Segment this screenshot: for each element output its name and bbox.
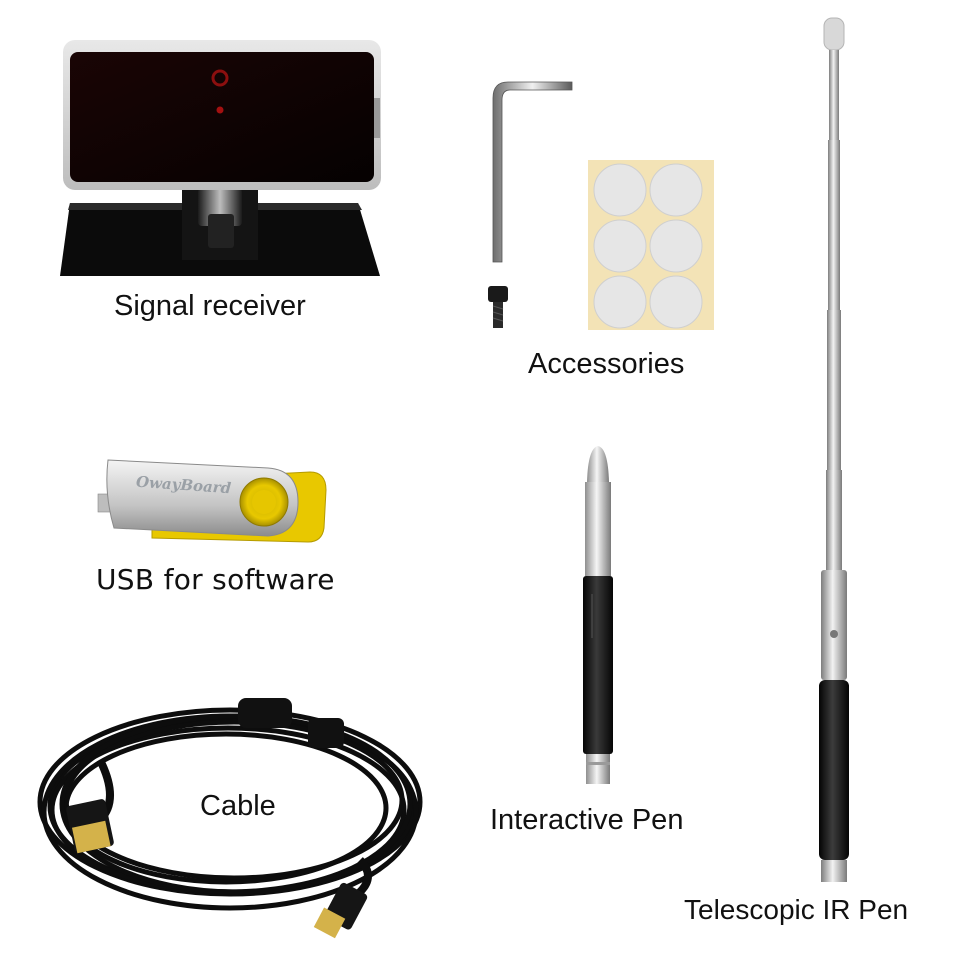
signal-receiver-label: Signal receiver (114, 290, 306, 322)
accessories-label: Accessories (528, 348, 685, 380)
usb-label: USB for software (96, 563, 335, 596)
hex-key-image (484, 76, 584, 336)
interactive-pen-label: Interactive Pen (490, 804, 684, 836)
usb-cable-image (30, 690, 430, 946)
cable-label: Cable (200, 790, 276, 822)
signal-receiver-image (58, 38, 388, 278)
telescopic-pen-image (812, 16, 856, 884)
telescopic-pen-label: Telescopic IR Pen (684, 894, 909, 925)
interactive-pen-image (578, 442, 618, 788)
sticker-sheet-image (588, 160, 714, 330)
usb-drive-image: OwayBoard (92, 454, 332, 554)
